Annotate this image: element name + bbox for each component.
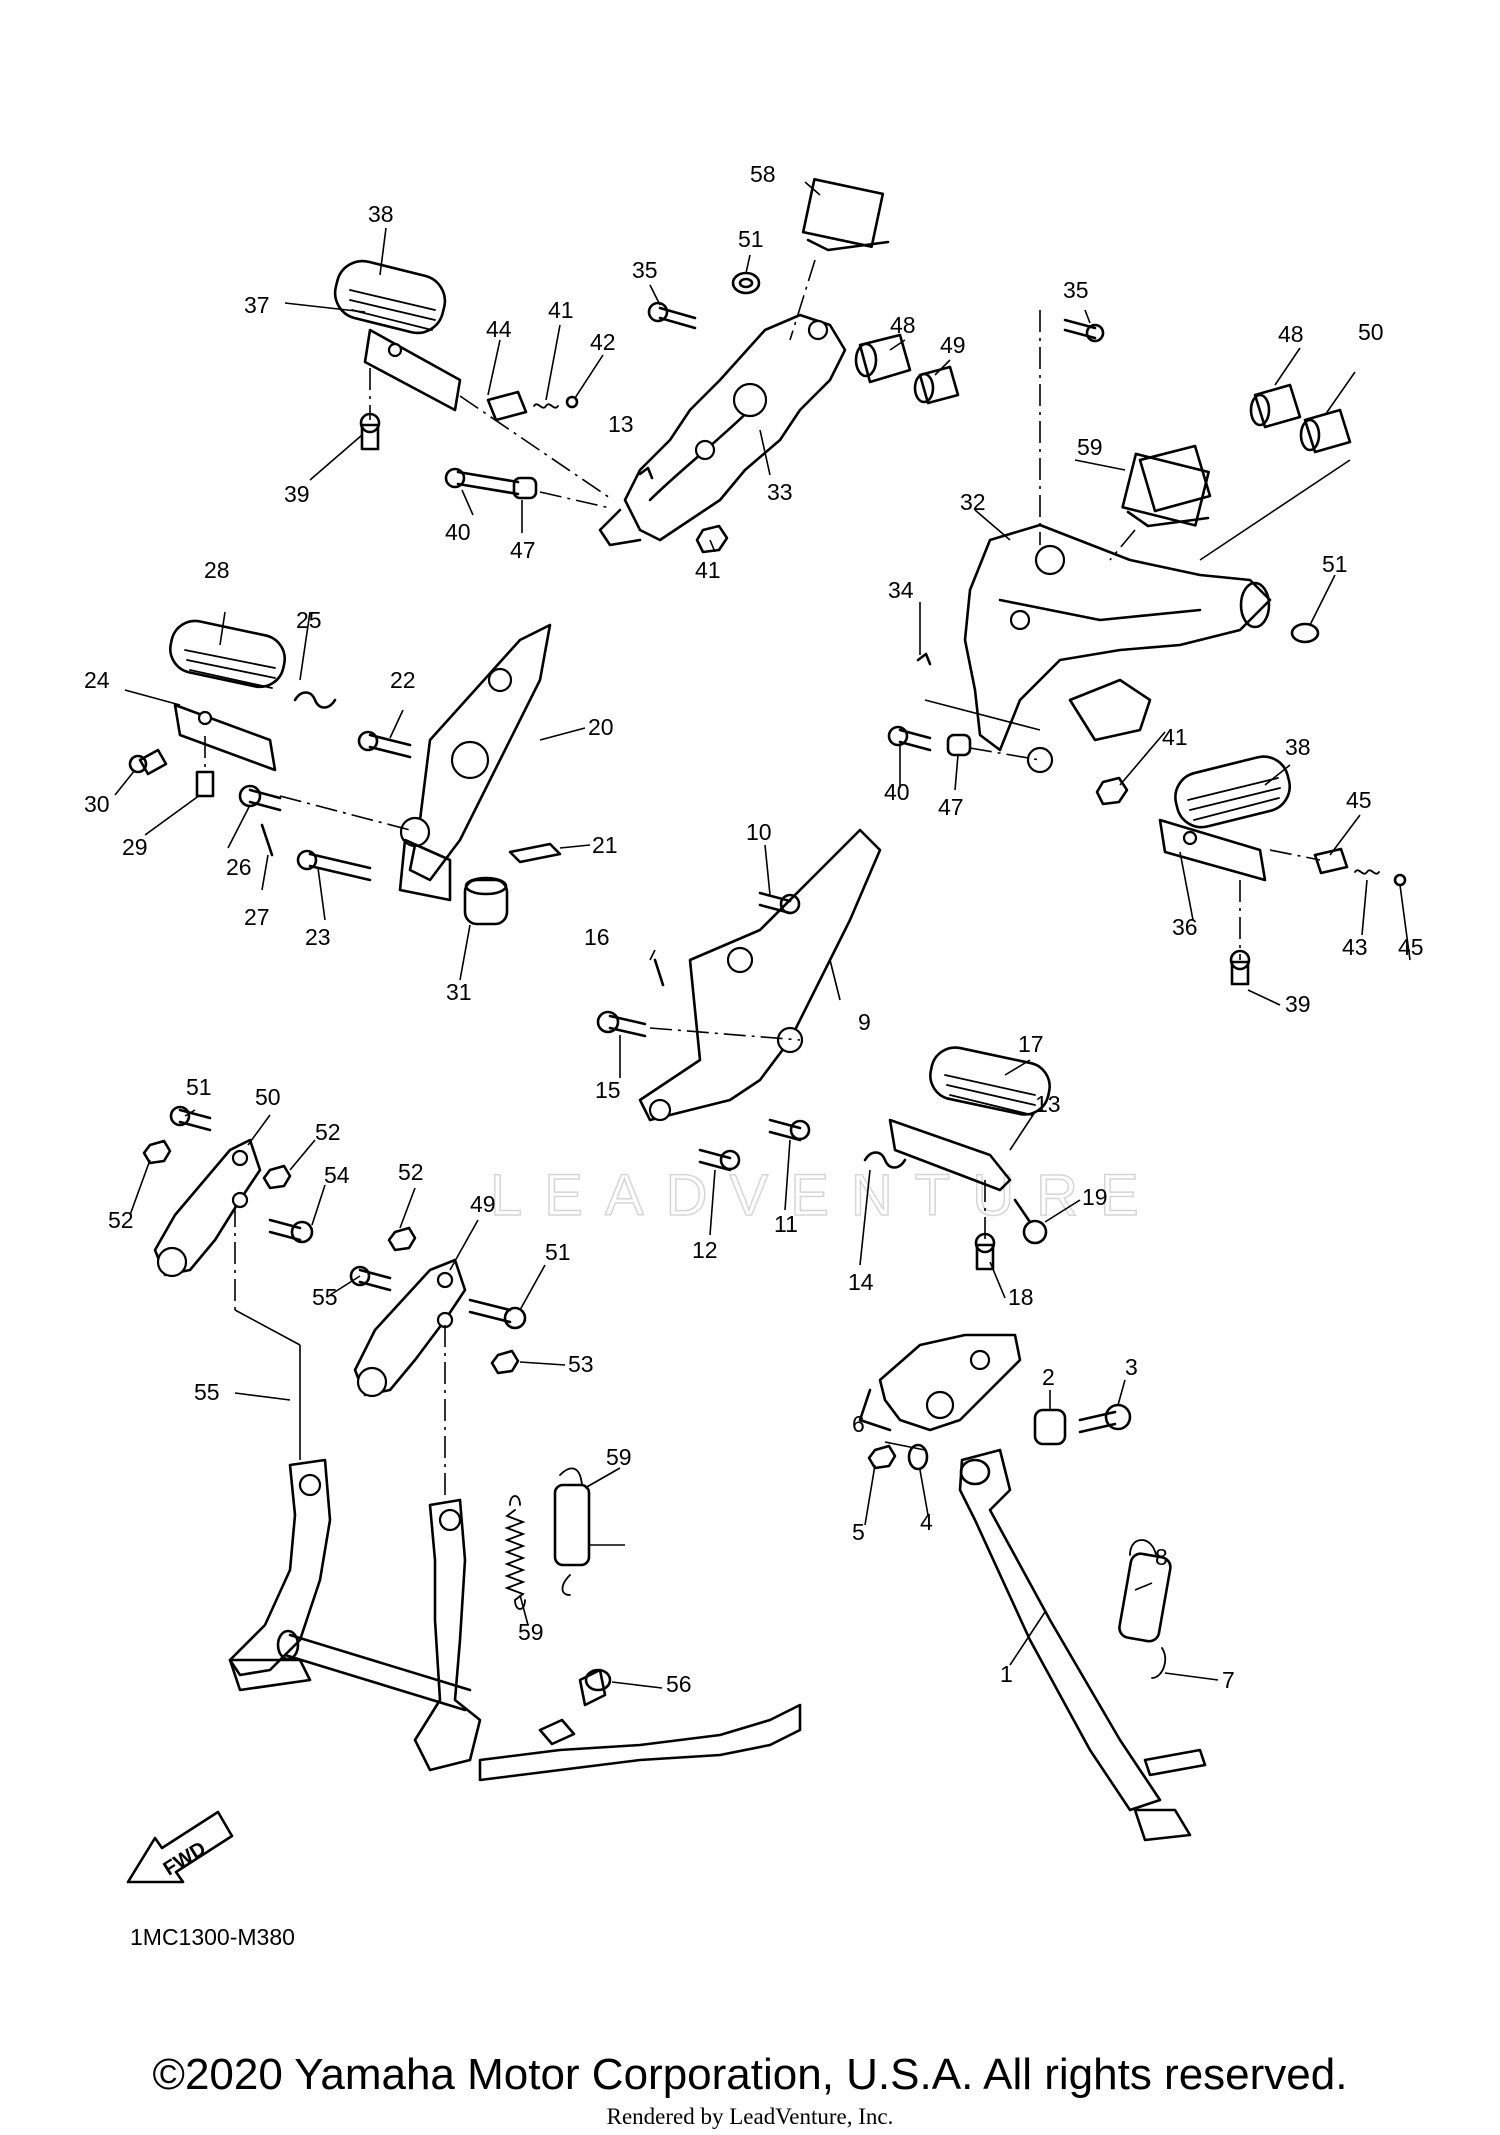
callout: 51 <box>1322 551 1348 577</box>
callout: 4 <box>920 1509 933 1535</box>
callout: 48 <box>890 312 916 338</box>
callout: 38 <box>368 201 394 227</box>
callout: 56 <box>666 1671 692 1697</box>
callout: 3 <box>1125 1354 1138 1380</box>
callout: 59 <box>518 1619 544 1645</box>
callout: 9 <box>858 1009 871 1035</box>
callout: 18 <box>1008 1284 1034 1310</box>
callout: 51 <box>738 226 764 252</box>
callout: 30 <box>84 791 110 817</box>
callout: 47 <box>510 537 536 563</box>
diagram-code: 1MC1300-M380 <box>130 1924 295 1950</box>
callout: 19 <box>1082 1184 1108 1210</box>
side-stand <box>858 1333 1207 1842</box>
callout: 37 <box>244 292 270 318</box>
callout: 51 <box>545 1239 571 1265</box>
callout: 5 <box>852 1519 865 1545</box>
callout: 59 <box>606 1444 632 1470</box>
callout: 55 <box>312 1284 338 1310</box>
callout: 21 <box>592 832 618 858</box>
callout: 35 <box>1063 277 1089 303</box>
callout: 48 <box>1278 321 1304 347</box>
left-rear-footrest-group <box>128 619 562 926</box>
callout: 43 <box>1342 934 1368 960</box>
callout: 13 <box>1035 1091 1061 1117</box>
copyright-notice: ©2020 Yamaha Motor Corporation, U.S.A. A… <box>152 2050 1348 2099</box>
callout: 34 <box>888 577 914 603</box>
rendered-by-notice: Rendered by LeadVenture, Inc. <box>606 2104 894 2129</box>
callout: 29 <box>122 834 148 860</box>
callout: 45 <box>1398 934 1424 960</box>
right-rear-footrest-group <box>596 828 1051 1271</box>
callout: 49 <box>940 332 966 358</box>
callout: 25 <box>296 607 322 633</box>
front-left-footrest-group <box>333 178 960 554</box>
front-right-footrest-group <box>887 310 1407 986</box>
callout: 50 <box>1358 319 1384 345</box>
callout: 32 <box>960 489 986 515</box>
callouts: 58 51 35 38 37 44 41 42 48 49 39 13 33 4… <box>84 161 1424 1697</box>
callout: 17 <box>1018 1031 1044 1057</box>
callout: 15 <box>595 1077 621 1103</box>
callout: 49 <box>470 1191 496 1217</box>
callout: 59 <box>1077 434 1103 460</box>
fwd-arrow-icon: FWD <box>126 1810 234 1884</box>
callout: 40 <box>884 779 910 805</box>
callout: 42 <box>590 329 616 355</box>
callout: 41 <box>695 557 721 583</box>
callout: 1 <box>1000 1661 1013 1687</box>
callout: 55 <box>194 1379 220 1405</box>
callout: 8 <box>1155 1544 1168 1570</box>
callout: 7 <box>1222 1667 1235 1693</box>
callout: 12 <box>692 1237 718 1263</box>
callout: 20 <box>588 714 614 740</box>
callout: 26 <box>226 854 252 880</box>
callout: 24 <box>84 667 110 693</box>
callout: 2 <box>1042 1364 1055 1390</box>
callout: 11 <box>774 1211 798 1237</box>
callout: 13 <box>608 411 634 437</box>
callout: 28 <box>204 557 230 583</box>
callout: 22 <box>390 667 416 693</box>
callout: 52 <box>398 1159 424 1185</box>
callout: 16 <box>584 924 610 950</box>
callout: 38 <box>1285 734 1311 760</box>
callout: 47 <box>938 794 964 820</box>
callout: 41 <box>548 297 574 323</box>
callout: 27 <box>244 904 270 930</box>
callout: 23 <box>305 924 331 950</box>
callout: 50 <box>255 1084 281 1110</box>
callout: 31 <box>446 979 472 1005</box>
callout: 36 <box>1172 914 1198 940</box>
callout: 14 <box>848 1269 874 1295</box>
callout: 52 <box>108 1207 134 1233</box>
callout: 35 <box>632 257 658 283</box>
callout: 54 <box>324 1162 350 1188</box>
callout: 6 <box>852 1411 865 1437</box>
callout: 39 <box>1285 991 1311 1017</box>
callout: 58 <box>750 161 776 187</box>
callout: 41 <box>1162 724 1188 750</box>
callout: 45 <box>1346 787 1372 813</box>
callout: 53 <box>568 1351 594 1377</box>
callout: 44 <box>486 316 512 342</box>
watermark: LEADVENTURE <box>490 1163 1161 1228</box>
center-stand <box>228 1458 802 1782</box>
leader-lines <box>114 181 1411 1689</box>
callout: 33 <box>767 479 793 505</box>
callout: 40 <box>445 519 471 545</box>
center-stand-brackets <box>142 1105 527 1500</box>
callout: 52 <box>315 1119 341 1145</box>
callout: 39 <box>284 481 310 507</box>
callout: 10 <box>746 819 772 845</box>
callout: 51 <box>186 1074 212 1100</box>
